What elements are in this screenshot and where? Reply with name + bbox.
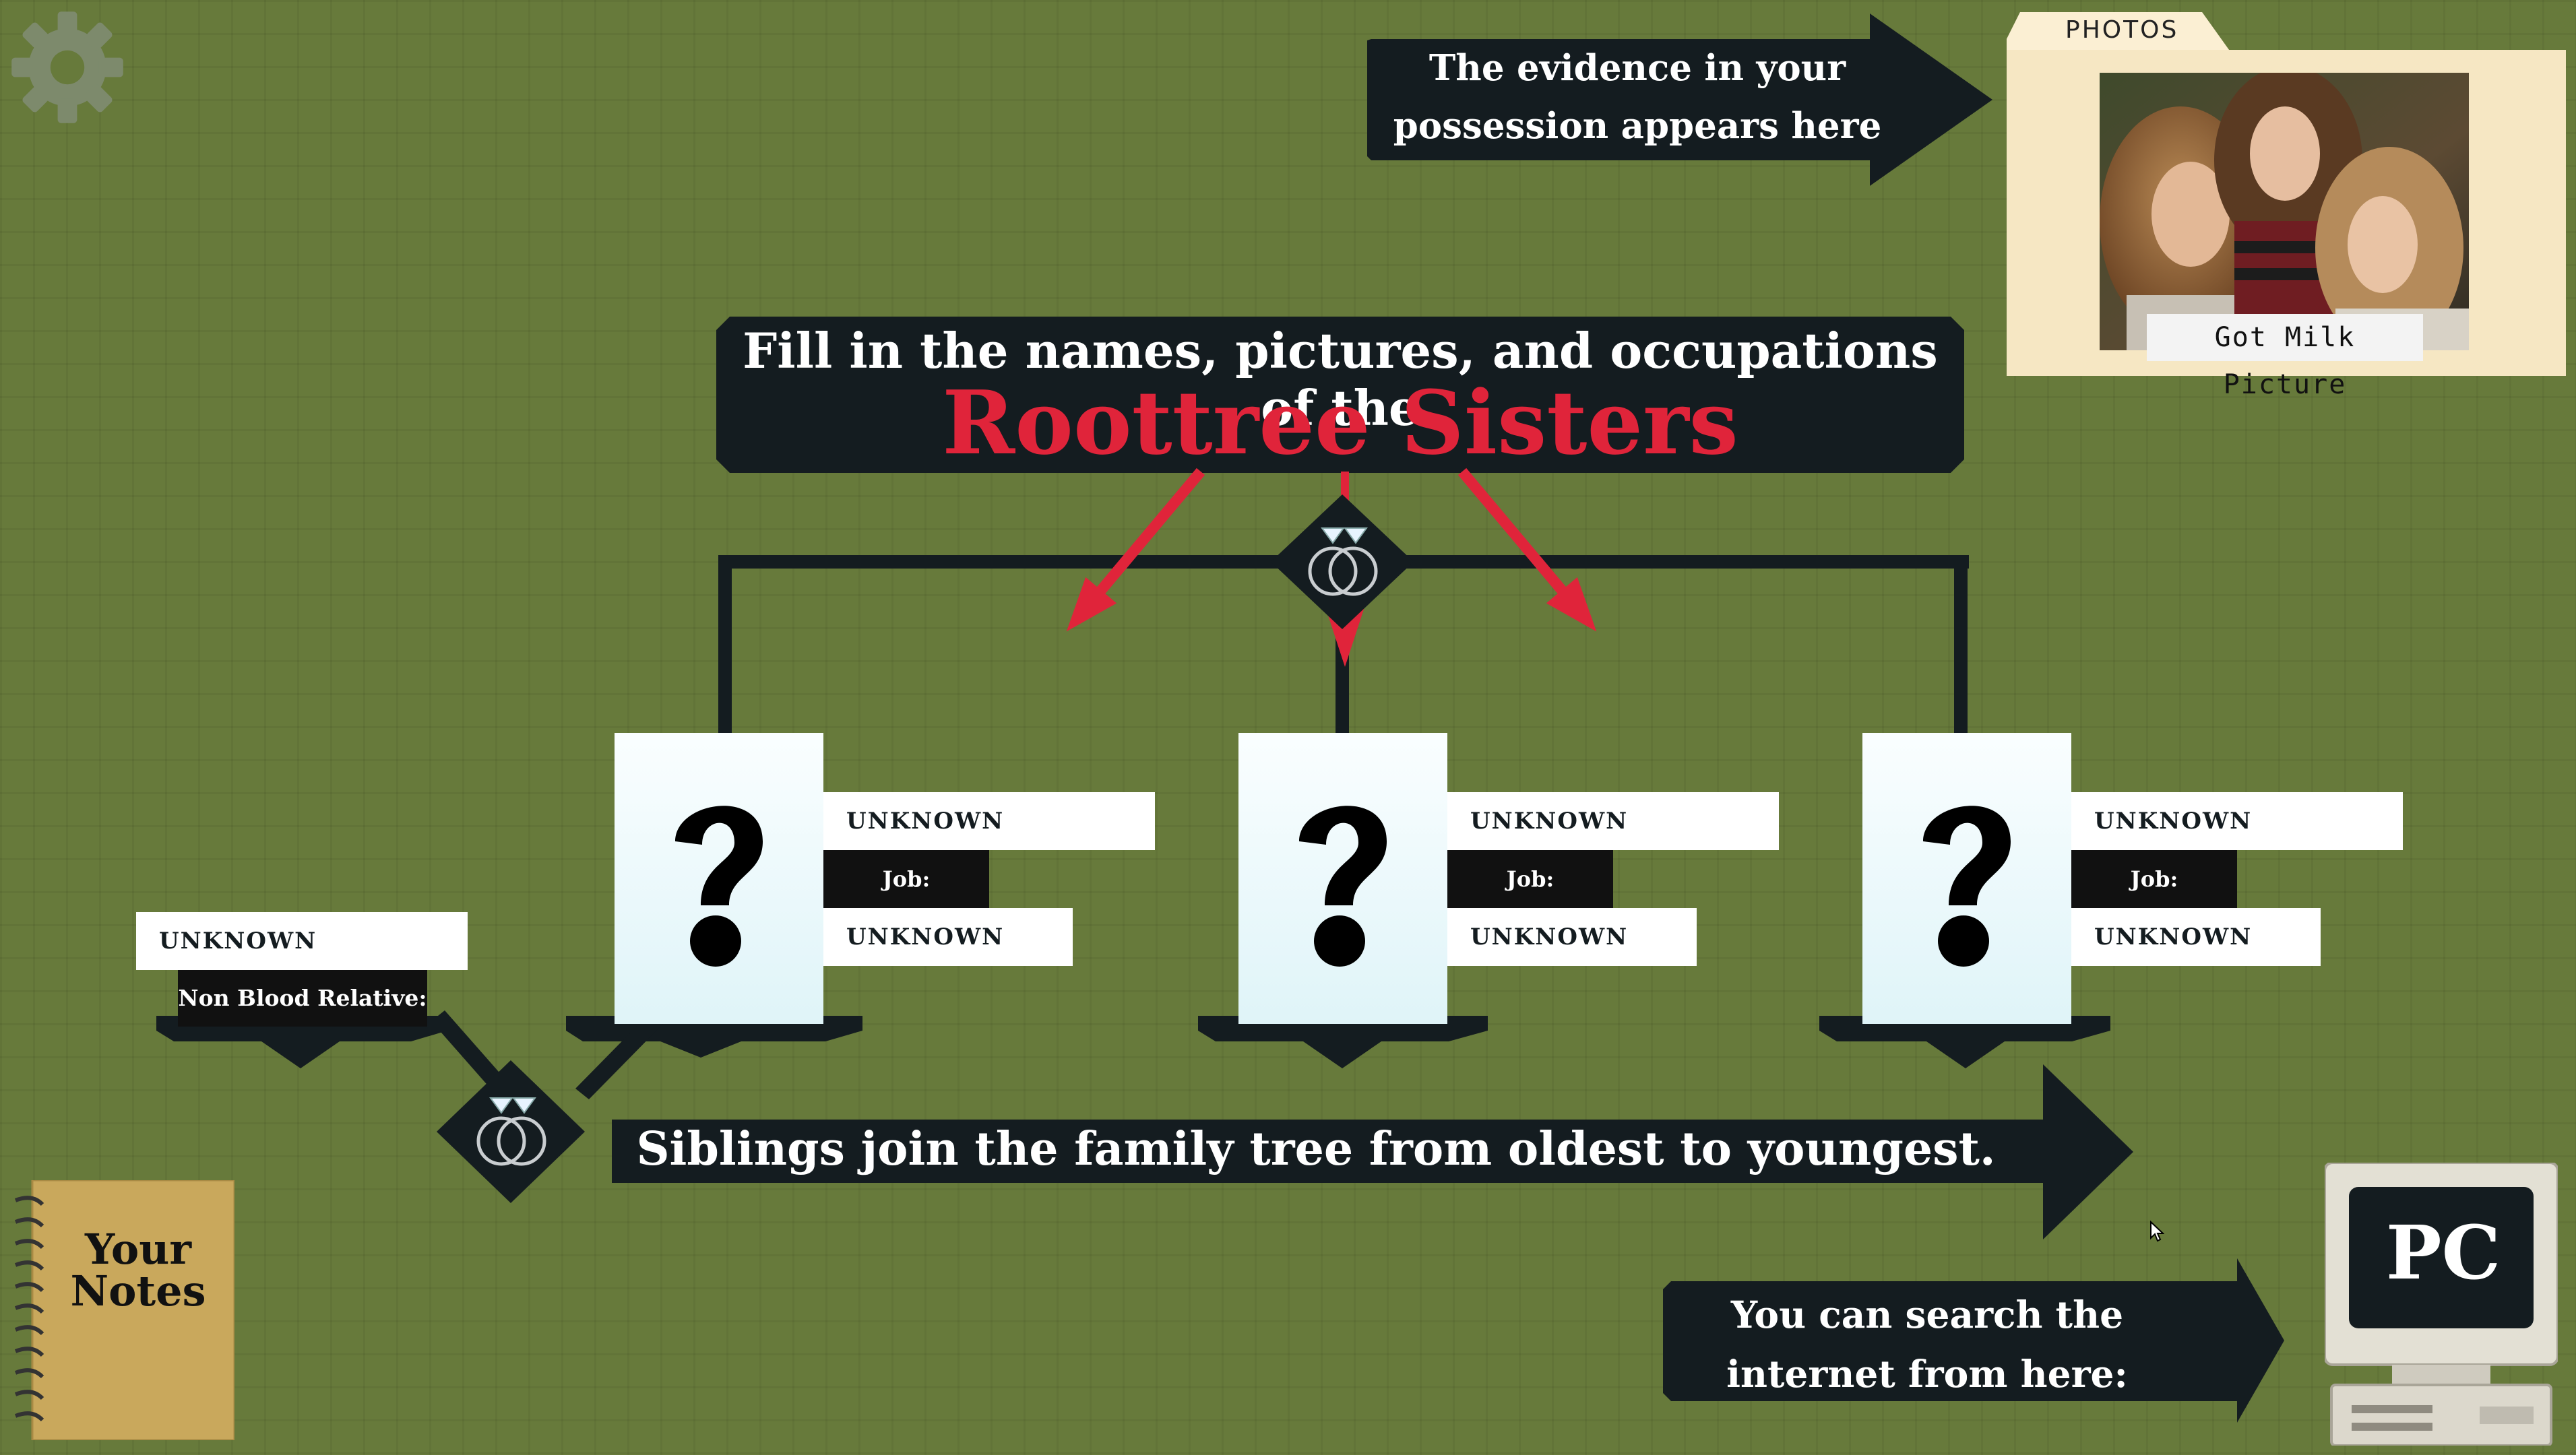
pc-label: PC	[2385, 1209, 2501, 1296]
sister-name-field-1[interactable]: UNKNOWN	[823, 792, 1155, 850]
question-mark-icon	[675, 806, 763, 967]
pc-computer-icon[interactable]	[2325, 1163, 2558, 1446]
mouse-pointer-icon	[2150, 1221, 2164, 1242]
question-mark-icon	[1299, 806, 1387, 967]
notes-notebook[interactable]	[12, 1180, 234, 1440]
photo-caption: Got Milk Picture	[2147, 314, 2423, 400]
photos-tab-label: PHOTOS	[2065, 16, 2179, 44]
sister-job-field-2[interactable]: UNKNOWN	[1447, 908, 1697, 966]
title-instruction: Fill in the names, pictures, and occupat…	[743, 322, 1938, 437]
evidence-hint-arrow	[1367, 13, 1992, 186]
title-family-name: Roottree Sisters	[942, 371, 1738, 474]
sister-job-label-3: Job:	[2071, 850, 2237, 908]
sister-job-label-1: Job:	[823, 850, 989, 908]
sister-job-field-1[interactable]: UNKNOWN	[823, 908, 1073, 966]
non-blood-relative-label: Non Blood Relative:	[178, 970, 427, 1027]
sister-portrait-slot-2[interactable]	[1238, 733, 1447, 1024]
siblings-hint-text: Siblings join the family tree from oldes…	[636, 1122, 1996, 1176]
question-mark-icon	[1923, 806, 2011, 967]
sister-portrait-slot-1[interactable]	[615, 733, 823, 1024]
title-banner	[716, 317, 1964, 473]
sister-portrait-slot-3[interactable]	[1862, 733, 2071, 1024]
gear-icon[interactable]	[7, 7, 128, 128]
sister-name-field-2[interactable]: UNKNOWN	[1447, 792, 1779, 850]
sister-job-label-2: Job:	[1447, 850, 1613, 908]
wedding-rings-icon	[437, 1060, 585, 1203]
search-hint-text: You can search the internet from here:	[1726, 1293, 2128, 1396]
evidence-hint-text: The evidence in your possession appears …	[1393, 47, 1882, 147]
wedding-rings-icon	[1271, 494, 1414, 629]
evidence-photo[interactable]	[2100, 73, 2469, 350]
sister-name-field-3[interactable]: UNKNOWN	[2071, 792, 2403, 850]
notes-title: Your Notes	[70, 1225, 206, 1316]
relative-name-field[interactable]: UNKNOWN	[136, 912, 468, 970]
sister-job-field-3[interactable]: UNKNOWN	[2071, 908, 2321, 966]
